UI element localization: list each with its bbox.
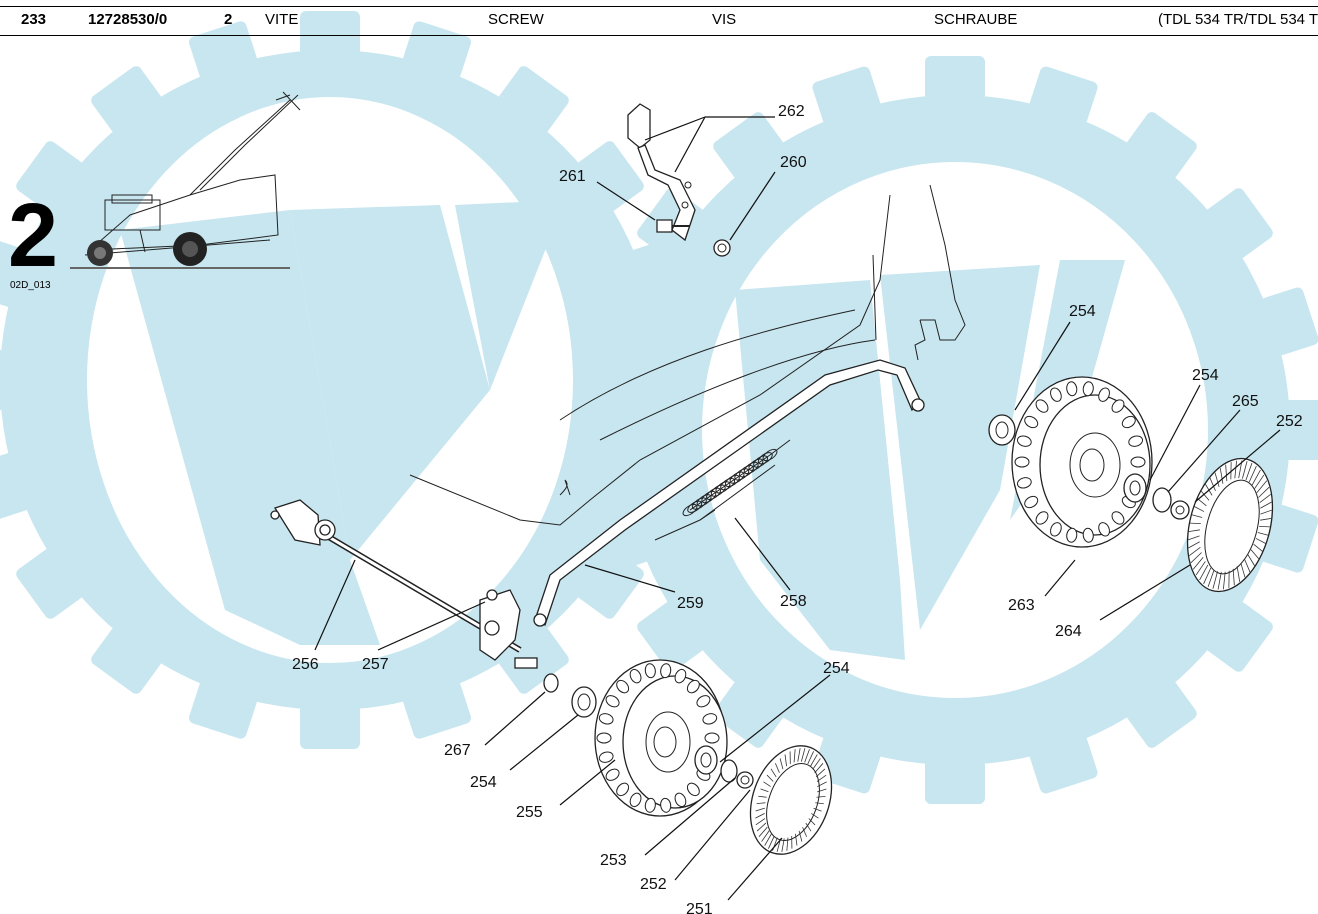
callout-259: 259 — [677, 595, 704, 612]
callout-263: 263 — [1008, 597, 1035, 614]
callout-254-b: 254 — [1192, 367, 1219, 384]
description-french: VIS — [712, 11, 737, 28]
height-adjust-lever — [533, 319, 926, 627]
section-number: 2 — [8, 186, 59, 286]
model-list: (TDL 534 TR/TDL 534 T — [1158, 11, 1318, 28]
callout-262: 262 — [778, 103, 805, 120]
callout-251: 251 — [686, 901, 713, 914]
watermark-left-wheel — [0, 11, 699, 749]
front-hubcap — [749, 745, 833, 855]
row-top-rule — [0, 6, 1318, 7]
callout-258: 258 — [780, 593, 807, 610]
section-code: 02D_013 — [10, 280, 51, 291]
quantity: 2 — [224, 11, 233, 28]
callout-257: 257 — [362, 656, 389, 673]
mower-illustration — [70, 91, 301, 269]
handle-bracket — [627, 103, 731, 257]
callout-256: 256 — [292, 656, 319, 673]
callout-260: 260 — [780, 154, 807, 171]
callout-254-a: 254 — [1069, 303, 1096, 320]
description-german: SCHRAUBE — [934, 11, 1018, 28]
rear-hubcap — [1186, 457, 1274, 593]
row-bottom-rule — [0, 35, 1318, 36]
watermark-right-wheel — [581, 56, 1318, 804]
description-english: SCREW — [488, 11, 544, 28]
callout-264: 264 — [1055, 623, 1082, 640]
spring — [654, 439, 791, 541]
part-number: 12728530/0 — [88, 11, 168, 28]
callout-265: 265 — [1232, 393, 1259, 410]
callout-253: 253 — [600, 852, 627, 869]
leader-lines — [314, 116, 1281, 901]
callout-252-b: 252 — [640, 876, 667, 893]
frame-outline — [409, 184, 966, 526]
callout-267: 267 — [444, 742, 471, 759]
description-italian: VITE — [265, 11, 299, 28]
callouts: 262 261 260 254 254 265 252 263 264 259 … — [292, 103, 1303, 914]
axle-rod — [270, 499, 538, 669]
parts-table-row: 233 12728530/0 2 VITE SCREW VIS SCHRAUBE… — [0, 0, 1318, 36]
callout-261: 261 — [559, 168, 586, 185]
rear-wheel — [988, 376, 1190, 548]
callout-252-a: 252 — [1276, 413, 1303, 430]
callout-255: 255 — [516, 804, 543, 821]
ref-number: 233 — [21, 11, 47, 28]
callout-254-c: 254 — [823, 660, 850, 677]
callout-254-d: 254 — [470, 774, 497, 791]
watermark-logo — [0, 11, 1318, 804]
front-wheel — [543, 659, 754, 817]
